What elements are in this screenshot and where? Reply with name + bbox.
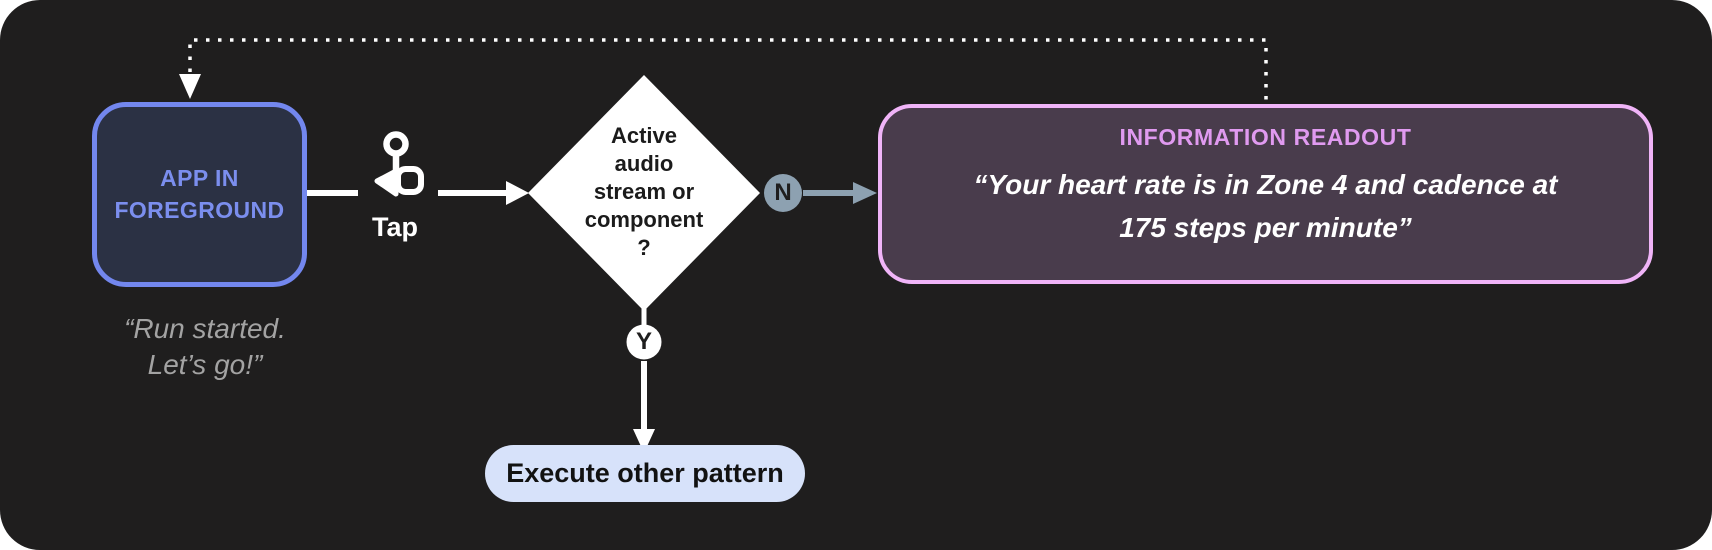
execute-arrowhead-icon: [633, 429, 655, 453]
decision-diamond-shape: [528, 75, 760, 311]
execute-label: Execute other pattern: [506, 458, 784, 488]
readout-quote: “Your heart rate is in Zone 4 and cadenc…: [973, 169, 1558, 244]
feedback-arrowhead-icon: [179, 74, 201, 99]
information-readout-node: INFORMATION READOUT “Your heart rate is …: [878, 104, 1653, 284]
app-in-foreground-node: APP IN FOREGROUND: [92, 102, 307, 287]
tap-gesture-icon: [374, 131, 424, 197]
readout-title: INFORMATION READOUT: [1119, 124, 1412, 150]
readout-arrowhead-icon: [853, 182, 877, 204]
yes-branch-circle: [626, 324, 662, 360]
no-branch-label: N: [774, 179, 792, 206]
yes-branch-label: Y: [635, 328, 652, 355]
decision-label: Active audio stream or component ?: [584, 123, 704, 260]
execute-other-pattern-node: Execute other pattern: [485, 445, 805, 502]
decision-arrowhead-icon: [506, 181, 529, 205]
feedback-dotted-connector: [188, 38, 1268, 100]
app-node-label: APP IN FOREGROUND: [114, 165, 285, 223]
tap-label: Tap: [372, 212, 418, 242]
no-branch-circle: [764, 174, 802, 212]
tap-gesture: Tap: [350, 131, 440, 243]
app-node-caption: “Run started. Let’s go!”: [124, 313, 286, 381]
